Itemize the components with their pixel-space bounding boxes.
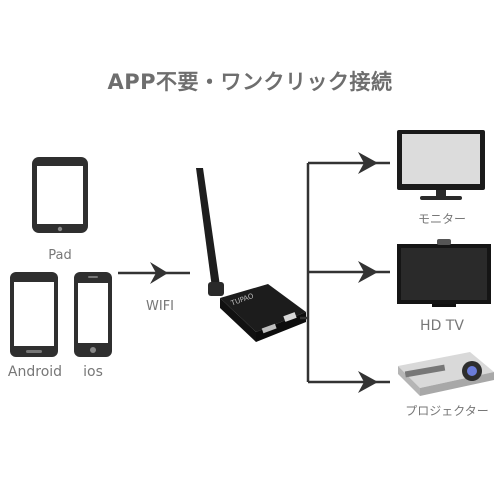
projector-icon bbox=[398, 352, 494, 396]
wifi-adapter-device bbox=[220, 284, 306, 342]
page-title: APP不要・ワンクリック接続 bbox=[107, 70, 393, 94]
monitor-icon bbox=[397, 130, 485, 200]
wifi-label: WIFI bbox=[146, 299, 174, 314]
android-label: Android bbox=[7, 364, 63, 380]
monitor-label: モニター bbox=[417, 212, 466, 226]
output-connectors bbox=[300, 152, 390, 393]
ipad-icon bbox=[32, 157, 88, 233]
android-phone-icon bbox=[10, 272, 58, 357]
iphone-icon bbox=[74, 272, 112, 357]
arrow-to-monitor bbox=[358, 152, 378, 174]
input-arrow bbox=[118, 262, 190, 284]
projector-label: プロジェクター bbox=[405, 404, 489, 418]
arrow-to-tv bbox=[358, 261, 378, 283]
ios-label: ios bbox=[83, 364, 103, 380]
antenna-icon bbox=[196, 168, 224, 296]
arrow-to-projector bbox=[358, 371, 378, 393]
tv-icon bbox=[397, 239, 491, 307]
ipad-label: Pad bbox=[48, 248, 72, 263]
tv-label: HD TV bbox=[420, 318, 464, 334]
